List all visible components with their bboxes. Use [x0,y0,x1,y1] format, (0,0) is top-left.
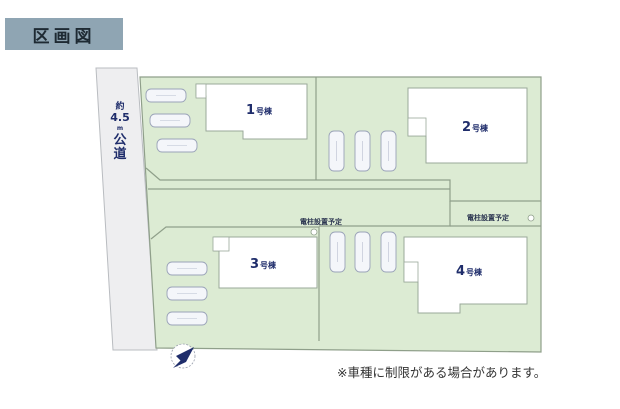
building-2-label: 2号棟 [462,120,489,135]
building-3-label: 3号棟 [250,257,277,272]
utility-pole-label-2: 電柱設置予定 [467,214,509,222]
road-width-label: 約 4.5 m 公 道 [110,102,130,162]
building-1-label: 1号棟 [246,103,273,118]
building-4-label: 4号棟 [456,264,483,279]
page-title: 区画図 [32,26,96,47]
utility-pole-label-1: 電柱設置予定 [300,218,342,226]
title-banner: 区画図 [5,18,123,50]
utility-pole-marker-2 [527,214,535,222]
utility-pole-marker-1 [310,228,318,236]
vehicle-restriction-note: ※車種に制限がある場合があります。 [337,365,547,380]
public-road [95,67,158,351]
north-arrow-icon [170,343,196,369]
